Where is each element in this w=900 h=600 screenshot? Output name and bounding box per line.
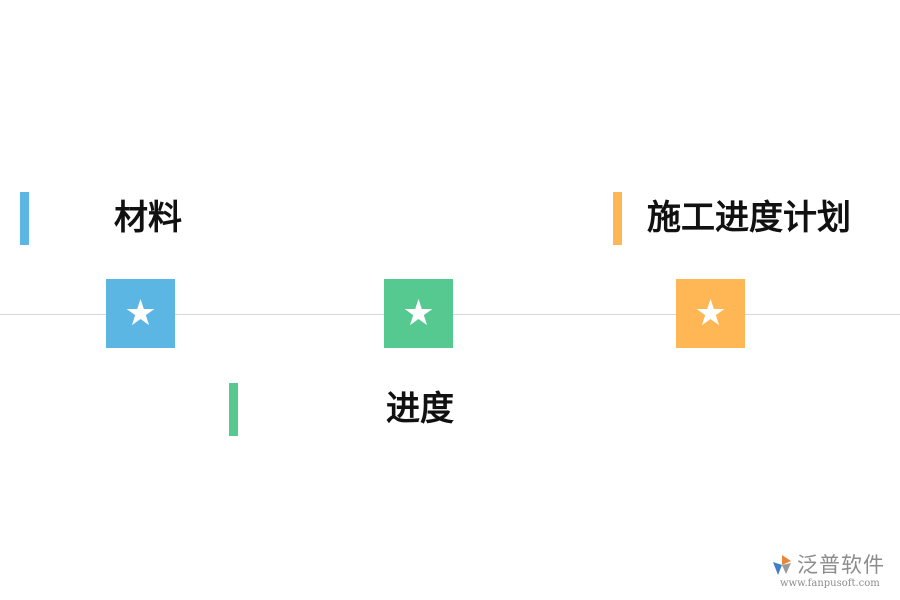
item-label-2: 进度 — [386, 389, 454, 429]
star-icon: ★ — [402, 292, 435, 334]
timeline-marker-1: ★ — [106, 279, 175, 348]
item-label-3: 施工进度计划 — [647, 198, 851, 238]
star-icon: ★ — [694, 292, 727, 334]
brand-name: 泛普软件 — [797, 552, 885, 577]
timeline-marker-2: ★ — [384, 279, 453, 348]
item-label-1: 材料 — [114, 198, 182, 238]
brand-watermark: 泛普软件 www.fanpusoft.com — [770, 553, 885, 589]
timeline-marker-3: ★ — [676, 279, 745, 348]
accent-bar-3 — [613, 192, 622, 245]
star-icon: ★ — [124, 292, 157, 334]
accent-bar-2 — [229, 383, 238, 436]
fanpu-logo-icon — [773, 555, 791, 575]
accent-bar-1 — [20, 192, 29, 245]
brand-url: www.fanpusoft.com — [780, 578, 880, 589]
